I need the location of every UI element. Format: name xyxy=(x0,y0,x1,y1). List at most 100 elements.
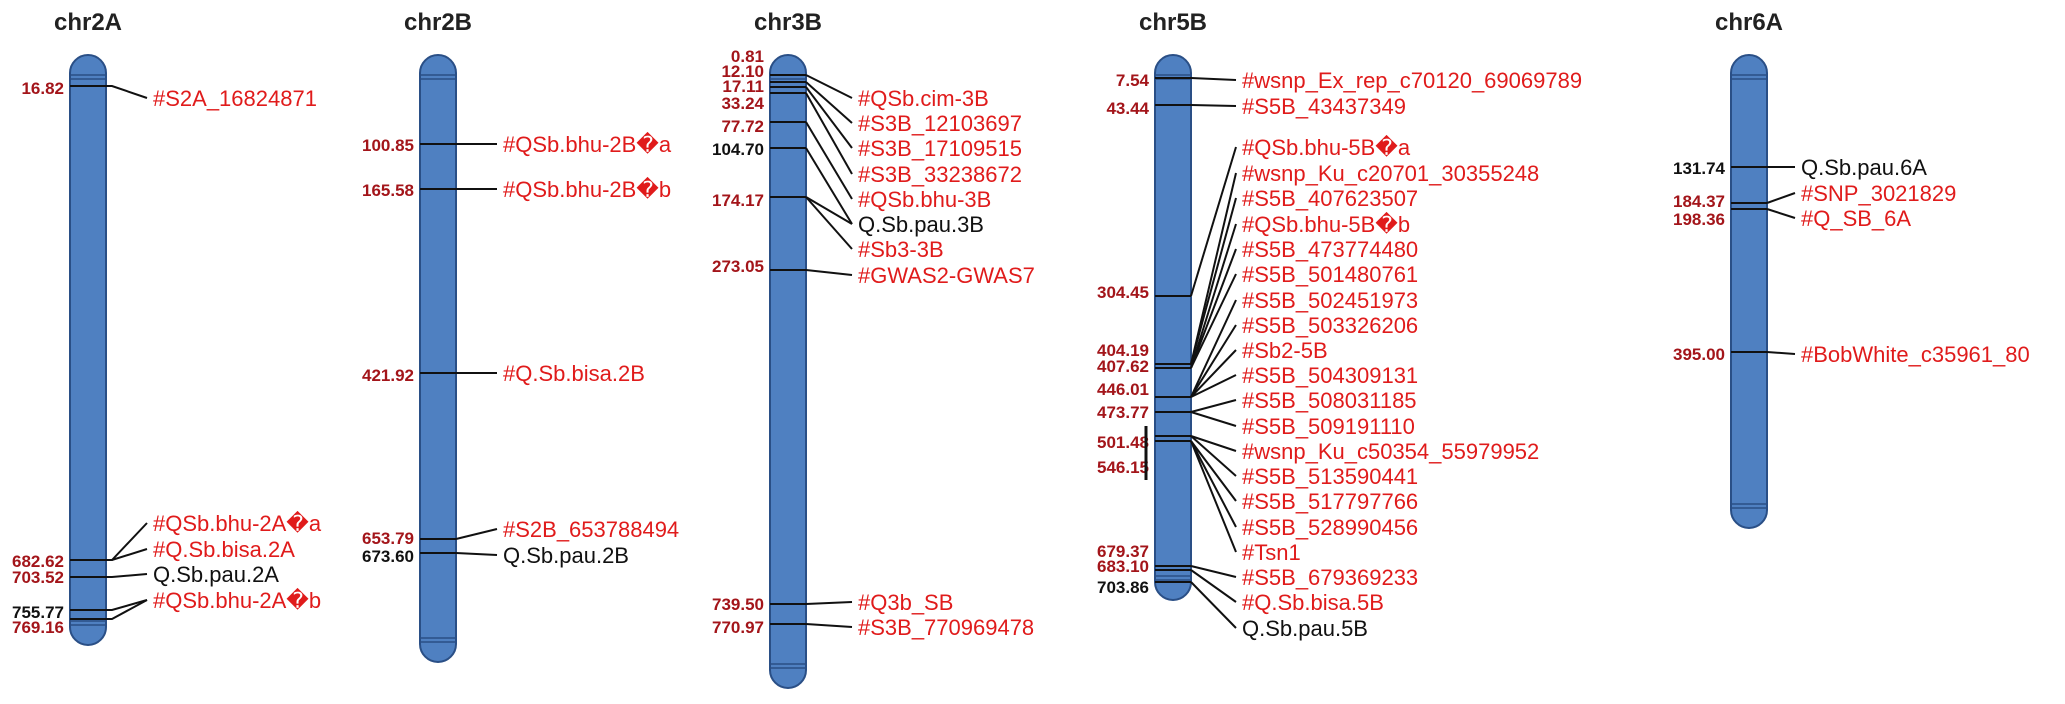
position-label: 446.01 xyxy=(1097,380,1149,399)
connector-line xyxy=(805,196,853,250)
connector-line xyxy=(106,573,148,578)
position-label: 131.74 xyxy=(1673,159,1726,178)
marker-label: #S3B_17109515 xyxy=(858,136,1022,161)
connector-line xyxy=(805,92,853,175)
connector-line xyxy=(1190,172,1237,365)
position-label: 12.10 xyxy=(721,62,764,81)
position-label: 0.81 xyxy=(731,47,764,66)
position-label: 104.70 xyxy=(712,140,764,159)
marker-label: #S5B_501480761 xyxy=(1242,262,1418,287)
connector-line xyxy=(1190,197,1237,365)
marker-label: #wsnp_Ku_c20701_30355248 xyxy=(1242,161,1539,186)
marker-label: #S5B_679369233 xyxy=(1242,565,1418,590)
marker-label: #S5B_43437349 xyxy=(1242,94,1406,119)
marker-label: #S3B_770969478 xyxy=(858,615,1034,640)
position-label: 174.17 xyxy=(712,191,764,210)
connector-line xyxy=(1190,440,1237,553)
marker-label: #wsnp_Ku_c50354_55979952 xyxy=(1242,439,1539,464)
connector-line xyxy=(805,86,853,149)
marker-label: Q.Sb.pau.5B xyxy=(1242,616,1368,641)
connector-line xyxy=(1190,349,1237,398)
marker-label: #S3B_12103697 xyxy=(858,111,1022,136)
position-label: 304.45 xyxy=(1097,283,1149,302)
marker-label: #S5B_528990456 xyxy=(1242,515,1418,540)
position-label: 755.77 xyxy=(12,603,64,622)
marker-label: #QSb.cim-3B xyxy=(858,86,989,111)
connector-line xyxy=(805,121,853,200)
marker-label: #S5B_503326206 xyxy=(1242,313,1418,338)
position-label: 77.72 xyxy=(721,117,764,136)
position-label: 769.16 xyxy=(12,618,64,637)
position-label: 473.77 xyxy=(1097,403,1149,422)
position-label: 395.00 xyxy=(1673,345,1725,364)
marker-label: #QSb.bhu-3B xyxy=(858,187,991,212)
chromosome-title: chr5B xyxy=(1139,9,1207,36)
connector-line xyxy=(805,74,853,99)
marker-label: #QSb.bhu-5B�a xyxy=(1242,134,1411,160)
marker-label: #Q.Sb.bisa.5B xyxy=(1242,590,1384,615)
marker-label: #S5B_502451973 xyxy=(1242,288,1418,313)
connector-line xyxy=(106,85,148,99)
marker-label: #S2B_653788494 xyxy=(503,517,679,542)
chromosome-title: chr3B xyxy=(754,9,822,36)
connector-line xyxy=(1190,399,1237,413)
connector-line xyxy=(1190,374,1237,398)
position-label: 100.85 xyxy=(362,136,414,155)
connector-line xyxy=(1190,440,1237,502)
position-label: 770.97 xyxy=(712,618,764,637)
connector-line xyxy=(1190,581,1237,629)
marker-label: #Q.Sb.bisa.2B xyxy=(503,361,645,386)
connector-line xyxy=(1190,248,1237,369)
connector-line xyxy=(1190,146,1237,297)
position-label: 165.58 xyxy=(362,181,414,200)
position-label: 273.05 xyxy=(712,257,764,276)
marker-label: #QSb.bhu-2A�b xyxy=(153,587,321,613)
position-label: 703.86 xyxy=(1097,578,1149,597)
marker-label: #S3B_33238672 xyxy=(858,162,1022,187)
marker-label: #QSb.bhu-2B�a xyxy=(503,131,672,157)
position-label: 7.54 xyxy=(1116,71,1150,90)
position-label: 33.24 xyxy=(721,94,764,113)
marker-label: #S5B_473774480 xyxy=(1242,237,1418,262)
marker-label: Q.Sb.pau.2A xyxy=(153,562,279,587)
connector-line xyxy=(1190,411,1237,427)
chromosome-chr2b xyxy=(419,54,457,663)
connector-line xyxy=(106,599,148,620)
connector-line xyxy=(1190,77,1237,81)
marker-label: #S5B_504309131 xyxy=(1242,363,1418,388)
connector-line xyxy=(1190,104,1237,107)
connector-line xyxy=(1190,569,1237,603)
position-label: 198.36 xyxy=(1673,210,1725,229)
position-label: 407.62 xyxy=(1097,357,1149,376)
marker-label: #Sb3-3B xyxy=(858,237,944,262)
connector-line xyxy=(106,599,148,611)
marker-label: #BobWhite_c35961_80 xyxy=(1801,342,2030,367)
position-label: 184.37 xyxy=(1673,192,1725,211)
position-label: 43.44 xyxy=(1106,99,1149,118)
connector-line xyxy=(1190,435,1237,452)
marker-label: #Q3b_SB xyxy=(858,590,953,615)
chromosome-title: chr2A xyxy=(54,9,122,36)
position-label: 16.82 xyxy=(21,79,64,98)
marker-label: #GWAS2-GWAS7 xyxy=(858,263,1035,288)
connector-line xyxy=(455,528,498,540)
connector-line xyxy=(805,196,853,225)
connector-line xyxy=(805,623,853,628)
connector-line xyxy=(1766,208,1796,219)
connector-line xyxy=(455,552,498,556)
marker-label: #Tsn1 xyxy=(1242,540,1301,565)
marker-label: Q.Sb.pau.2B xyxy=(503,543,629,568)
position-label: 739.50 xyxy=(712,595,764,614)
connector-line xyxy=(1766,192,1796,204)
marker-label: #SNP_3021829 xyxy=(1801,181,1956,206)
connector-line xyxy=(1190,299,1237,398)
marker-label: #QSb.bhu-2A�a xyxy=(153,510,322,536)
connector-line xyxy=(1190,273,1237,369)
position-label: 653.79 xyxy=(362,529,414,548)
connector-line xyxy=(1190,565,1237,578)
marker-label: #Q_SB_6A xyxy=(1801,206,1911,231)
marker-label: #QSb.bhu-2B�b xyxy=(503,176,671,202)
connector-line xyxy=(805,81,853,124)
marker-label: #Q.Sb.bisa.2A xyxy=(153,537,295,562)
connector-line xyxy=(1190,440,1237,528)
